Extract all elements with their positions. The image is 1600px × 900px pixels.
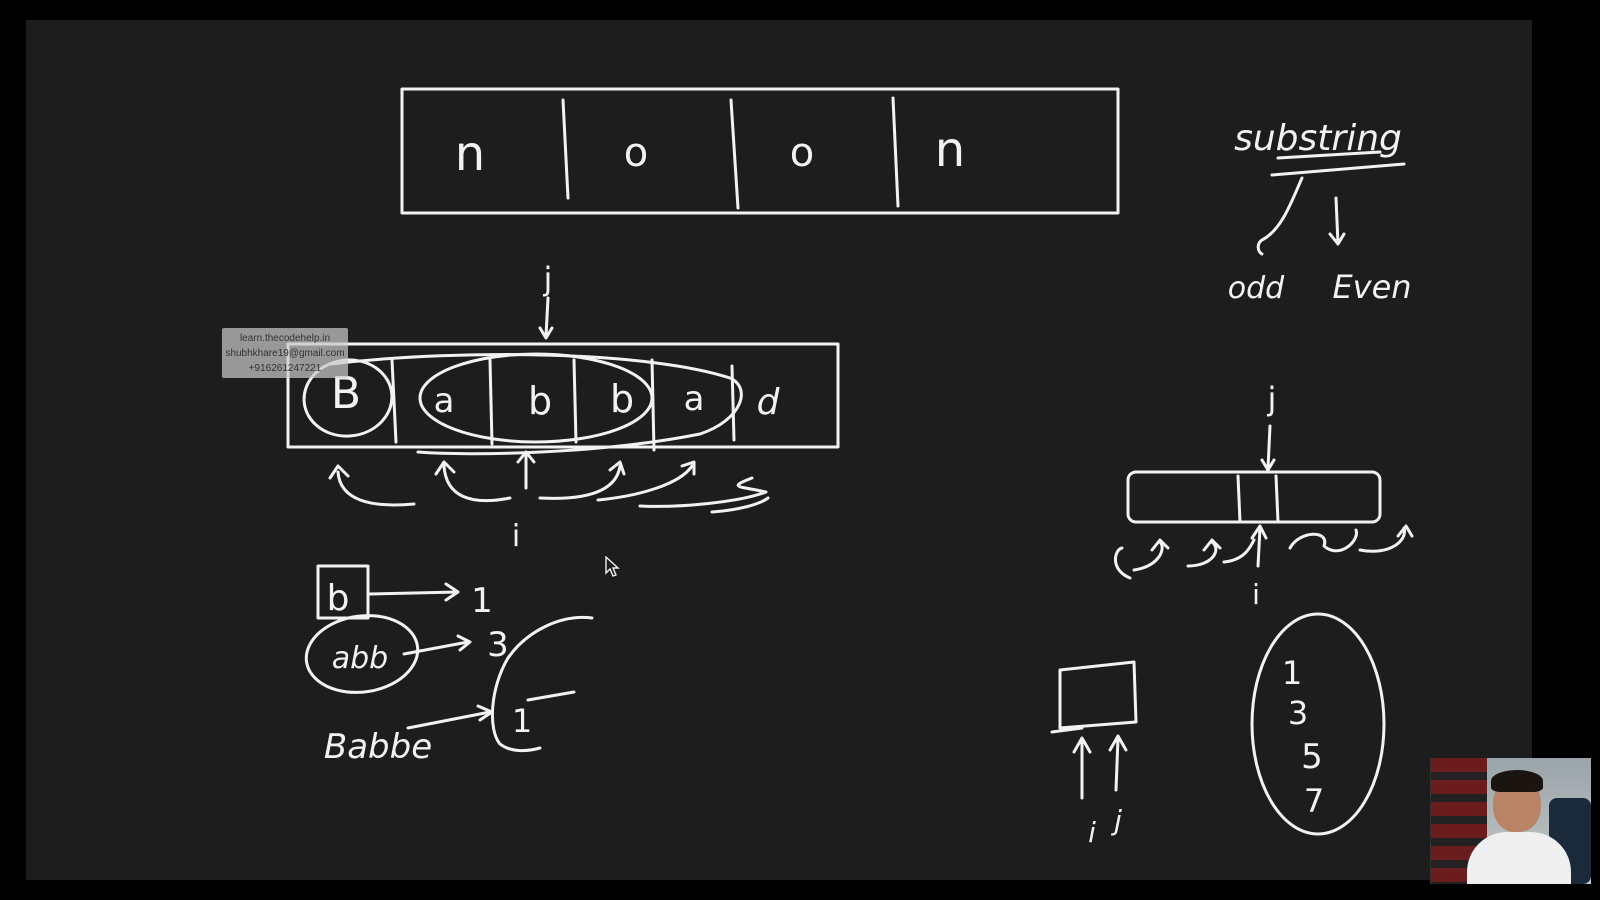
branch-left-label: odd xyxy=(1228,271,1285,306)
pointer-i-label: i xyxy=(512,519,520,554)
webcam-overlay xyxy=(1430,758,1591,884)
top-array-divider xyxy=(729,98,740,210)
map-key: Babbe xyxy=(324,727,432,767)
expand-arrow xyxy=(1358,524,1414,553)
right-array-frame xyxy=(1126,470,1382,524)
note-underline xyxy=(1270,162,1406,177)
map-arrow xyxy=(368,582,460,602)
webcam-presenter-body xyxy=(1467,832,1571,884)
expand-arrow xyxy=(328,464,416,507)
map-arrow xyxy=(402,634,472,656)
pointer-i-arrow xyxy=(516,450,536,490)
brace xyxy=(490,615,594,753)
expand-arrow xyxy=(1186,538,1222,568)
main-array-frame xyxy=(286,342,840,449)
watermark-site: learn.thecodehelp.in xyxy=(239,332,331,344)
watermark: learn.thecodehelp.in shubhkhare19@gmail.… xyxy=(222,328,348,378)
scribble xyxy=(638,476,770,514)
pointer-j-arrow xyxy=(1108,734,1128,792)
branch-right-arrow xyxy=(1328,196,1346,246)
right-pointer-i-arrow xyxy=(1250,524,1268,568)
main-array-divider xyxy=(572,358,578,444)
pointer-j-label: j xyxy=(543,260,553,298)
length-value: 7 xyxy=(1304,782,1324,820)
branch-left-arrow xyxy=(1256,176,1304,256)
pointer-label: i xyxy=(1088,816,1096,849)
map-arrow xyxy=(406,704,494,730)
main-array-cell: b xyxy=(528,379,552,423)
map-value: 1 xyxy=(471,581,493,621)
top-array-divider xyxy=(891,96,900,208)
watermark-phone: +916261247221 xyxy=(248,362,322,374)
right-array-divider xyxy=(1236,474,1242,524)
two-pointer-box: i j xyxy=(1050,660,1138,849)
main-array-divider xyxy=(650,358,656,452)
circled-substring-outer xyxy=(328,353,743,456)
expand-arrow xyxy=(1114,546,1132,580)
main-array-divider xyxy=(488,358,494,446)
main-array: j B a b b a d i xyxy=(286,260,840,554)
main-array-cell: a xyxy=(684,379,705,419)
expand-arrow xyxy=(1288,528,1358,553)
top-array-cell: n xyxy=(935,122,965,178)
expand-arrow xyxy=(596,460,696,502)
right-pointer-i-label: i xyxy=(1252,578,1260,611)
right-array-divider xyxy=(1274,474,1280,524)
right-pointer-j-label: j xyxy=(1267,380,1277,418)
pointer-label: j xyxy=(1110,804,1122,837)
pointer-j-arrow xyxy=(538,296,554,340)
map-value: 3 xyxy=(487,625,509,665)
right-pointer-j-arrow xyxy=(1260,424,1276,472)
map-key: b xyxy=(327,578,350,619)
mouse-cursor-icon xyxy=(605,556,620,577)
main-array-cell: b xyxy=(610,377,634,421)
odd-lengths-oval: 1 3 5 7 xyxy=(1250,612,1386,836)
main-array-cell: d xyxy=(757,382,781,423)
webcam-presenter-hair xyxy=(1491,770,1543,792)
top-array-cell: n xyxy=(455,126,485,182)
top-array-divider xyxy=(561,98,570,200)
top-array-frame xyxy=(400,87,1120,215)
whiteboard-canvas xyxy=(26,20,1532,880)
note-underline xyxy=(1276,150,1382,160)
top-array: n o o n xyxy=(400,87,1120,215)
branch-right-label: Even xyxy=(1332,268,1411,306)
expand-arrow xyxy=(538,460,626,500)
length-value: 5 xyxy=(1301,737,1323,777)
length-value: 3 xyxy=(1288,694,1308,732)
watermark-email: shubhkhare19@gmail.com xyxy=(225,347,345,359)
right-array: j i xyxy=(1114,380,1414,611)
main-array-divider xyxy=(390,358,398,444)
main-array-cell: a xyxy=(434,381,455,421)
key-circle xyxy=(304,614,420,694)
lengths-oval xyxy=(1250,612,1386,836)
substring-note: substring odd Even xyxy=(1228,118,1412,306)
top-array-cell: o xyxy=(790,130,814,176)
expand-arrow xyxy=(1132,538,1170,572)
window-box xyxy=(1058,660,1138,730)
brace-tick xyxy=(526,690,576,702)
expand-arrow xyxy=(1222,538,1256,564)
pointer-i-arrow xyxy=(1072,736,1092,800)
main-array-divider xyxy=(730,364,736,442)
map-sketch: b 1 abb 3 Babbe 1 xyxy=(304,564,594,767)
expand-arrow xyxy=(434,460,512,503)
map-key: abb xyxy=(332,641,388,676)
length-value: 1 xyxy=(1282,654,1302,692)
map-value: 1 xyxy=(512,702,532,740)
window-base xyxy=(1050,726,1084,734)
top-array-cell: o xyxy=(624,130,648,176)
